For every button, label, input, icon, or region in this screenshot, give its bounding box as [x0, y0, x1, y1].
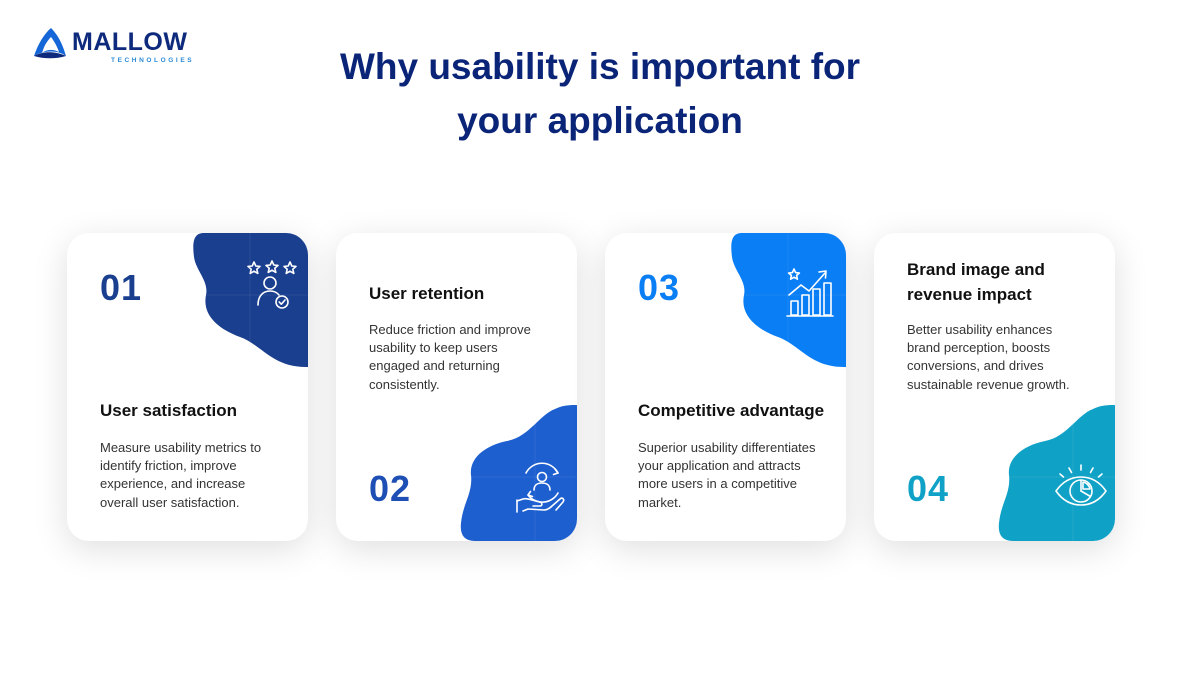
page-title-line-1: Why usability is important for — [339, 46, 861, 87]
card-1-blob — [190, 233, 308, 367]
logo-mark-icon — [34, 28, 66, 59]
user-rating-icon — [247, 260, 297, 309]
card-user-satisfaction: 01 User satisfaction Measure usability m… — [67, 233, 308, 541]
card-3-description: Superior usability differentiates your a… — [638, 440, 816, 510]
user-care-icon — [516, 462, 565, 513]
logo-subtext: TECHNOLOGIES — [111, 57, 195, 64]
card-4-number: 04 — [907, 468, 950, 509]
growth-chart-icon — [786, 268, 834, 317]
logo-text: MALLOW — [72, 28, 188, 56]
card-3-title: Competitive advantage — [638, 401, 825, 420]
card-3-number: 03 — [638, 267, 681, 308]
card-4-title: Brand image and revenue impact — [907, 260, 1045, 304]
card-2-title: User retention — [369, 284, 485, 303]
card-4-description: Better usability enhances brand percepti… — [907, 322, 1070, 392]
company-logo: MALLOW TECHNOLOGIES — [32, 24, 202, 68]
page-title: Why usability is important for your appl… — [200, 40, 1000, 148]
card-user-retention: 02 User retention Reduce friction and im… — [336, 233, 577, 541]
card-1-title: User satisfaction — [100, 401, 237, 420]
card-2-blob — [459, 405, 577, 541]
card-3-blob — [728, 233, 846, 367]
eye-chart-icon — [1055, 464, 1107, 506]
card-1-number: 01 — [100, 267, 143, 308]
card-1-description: Measure usability metrics to identify fr… — [100, 440, 262, 510]
card-competitive-advantage: 03 Competitive advantage Superior usabil… — [605, 233, 846, 541]
card-brand-image: 04 Brand image and revenue impact Better… — [874, 233, 1115, 541]
card-2-description: Reduce friction and improve usability to… — [369, 322, 531, 392]
page-title-line-2: your application — [457, 100, 743, 141]
card-2-number: 02 — [369, 468, 412, 509]
